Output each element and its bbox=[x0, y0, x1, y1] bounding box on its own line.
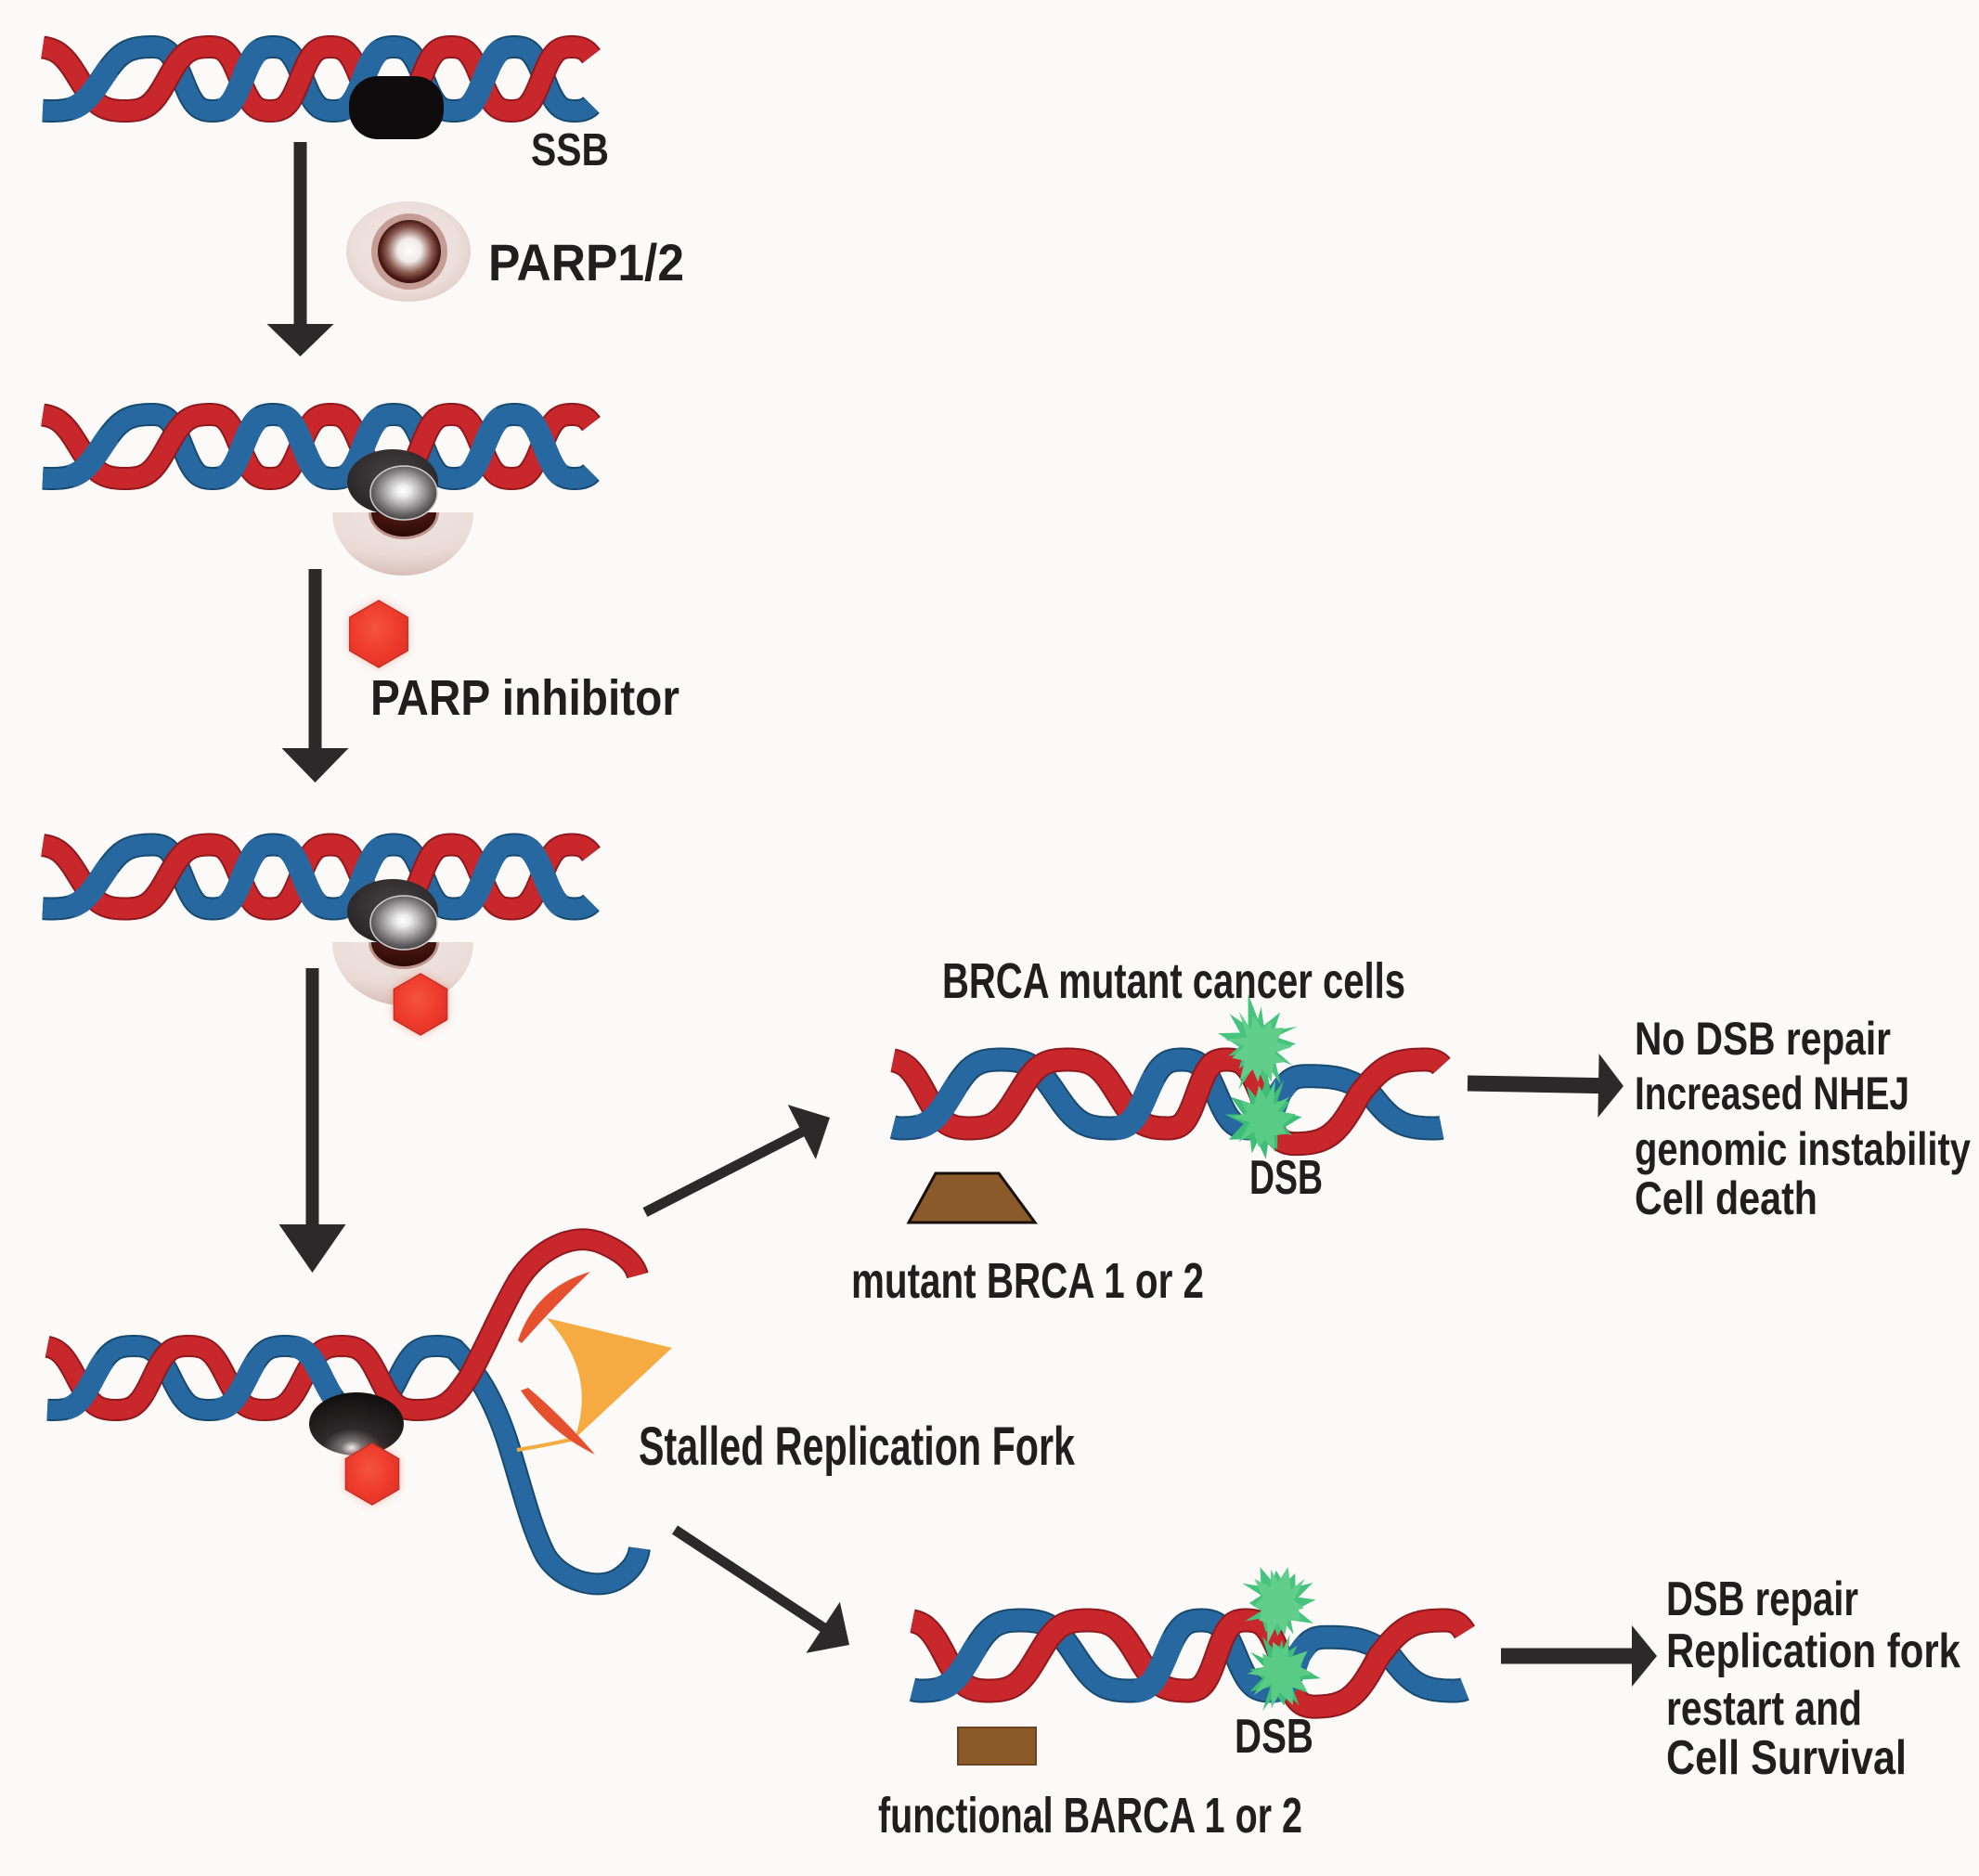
svg-text:restart and: restart and bbox=[1666, 1682, 1862, 1736]
svg-text:SSB: SSB bbox=[531, 125, 609, 175]
svg-text:DSB repair: DSB repair bbox=[1666, 1572, 1858, 1626]
svg-text:genomic instability: genomic instability bbox=[1635, 1123, 1971, 1175]
svg-text:Replication fork: Replication fork bbox=[1666, 1624, 1960, 1678]
svg-text:PARP1/2: PARP1/2 bbox=[488, 233, 684, 291]
svg-text:Cell Survival: Cell Survival bbox=[1666, 1731, 1907, 1785]
svg-text:No DSB repair: No DSB repair bbox=[1635, 1013, 1891, 1065]
svg-text:DSB: DSB bbox=[1235, 1710, 1313, 1764]
svg-text:DSB: DSB bbox=[1249, 1151, 1323, 1205]
svg-text:Increased NHEJ: Increased NHEJ bbox=[1635, 1067, 1909, 1119]
svg-text:functional BARCA 1 or 2: functional BARCA 1 or 2 bbox=[878, 1788, 1302, 1844]
svg-text:PARP inhibitor: PARP inhibitor bbox=[370, 670, 679, 726]
svg-text:Stalled Replication Fork: Stalled Replication Fork bbox=[639, 1417, 1076, 1477]
svg-text:BRCA mutant cancer cells: BRCA mutant cancer cells bbox=[942, 953, 1405, 1009]
svg-text:Cell death: Cell death bbox=[1635, 1172, 1817, 1224]
svg-text:mutant BRCA 1 or 2: mutant BRCA 1 or 2 bbox=[851, 1253, 1204, 1309]
